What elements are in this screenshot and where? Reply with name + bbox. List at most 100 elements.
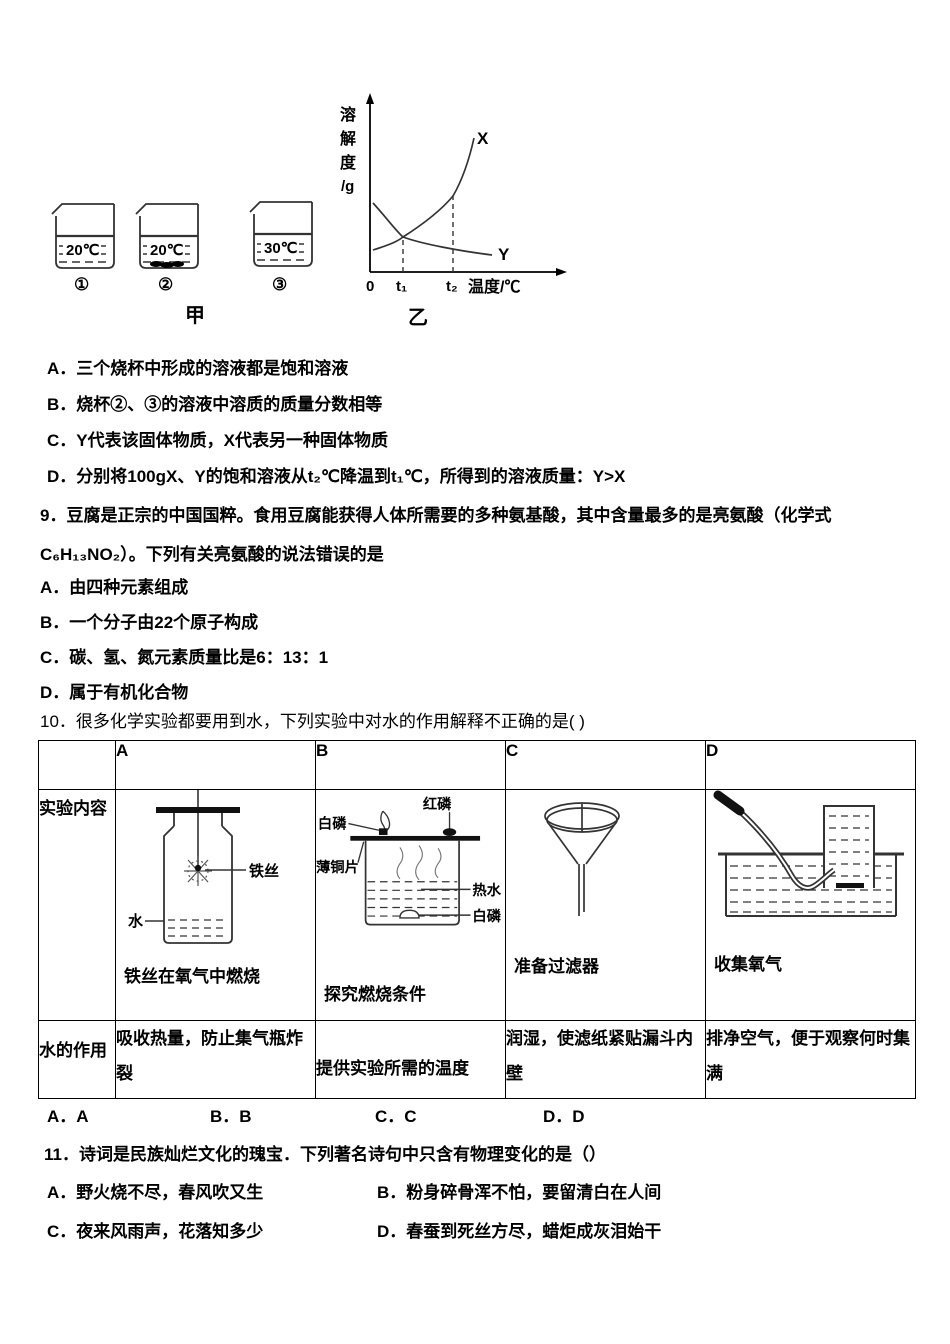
header-empty xyxy=(38,740,116,790)
q10-answer-a: A．A xyxy=(47,1107,89,1126)
delivery-tube xyxy=(713,790,836,891)
x-tick-t1: t₁ xyxy=(396,278,407,295)
experiment-c-cell: 准备过滤器 xyxy=(505,789,706,1021)
y-axis-label-char3: 度 xyxy=(340,153,357,172)
exp-b-label-white-phosphorus-bottom: 白磷 xyxy=(472,907,501,925)
x-axis-arrow xyxy=(556,268,567,276)
q10-table: A B C D 实验内容 xyxy=(38,740,916,1099)
beaker-2-temp-label: 20℃ xyxy=(150,242,184,259)
q9-option-a: A．由四种元素组成 xyxy=(40,578,189,597)
copper-sheet xyxy=(350,835,481,841)
bottle-lid xyxy=(155,807,240,813)
exp-b-label-white-phosphorus-top: 白磷 xyxy=(318,814,347,832)
q8-options-block: A．三个烧杯中形成的溶液都是饱和溶液 B．烧杯②、③的溶液中溶质的质量分数相等 … xyxy=(47,358,625,502)
q9-option-c: C．碳、氢、氮元素质量比是6：13：1 xyxy=(40,648,329,667)
exp-b-label-hot-water: 热水 xyxy=(472,881,501,899)
experiment-d-caption: 收集氧气 xyxy=(714,955,782,974)
q8-option-d: D．分别将100gX、Y的饱和溶液从t₂℃降温到t₁℃，所得到的溶液质量：Y>X xyxy=(47,467,626,486)
q9-option-b: B．一个分子由22个原子构成 xyxy=(40,613,259,632)
header-d: D xyxy=(705,740,916,790)
row-header-water-role: 水的作用 xyxy=(38,1020,116,1099)
beaker-1-number: ① xyxy=(74,275,89,294)
y-axis-label-char1: 溶 xyxy=(340,105,356,124)
x-tick-0: 0 xyxy=(366,278,374,295)
experiment-b-diagram: 红磷 白磷 薄铜片 xyxy=(316,795,502,926)
spark-burst xyxy=(183,856,212,886)
experiment-c-caption: 准备过滤器 xyxy=(514,957,599,976)
beaker-2-diagram: 20℃ ② xyxy=(135,203,199,294)
q8-option-a: A．三个烧杯中形成的溶液都是饱和溶液 xyxy=(47,359,349,378)
experiment-content-row: 实验内容 铁丝 xyxy=(38,789,916,1021)
figure-jia-yi: 20℃ ① 20℃ ② 30℃ xyxy=(51,93,567,329)
experiment-d-diagram xyxy=(713,790,904,917)
exp-a-label-water: 水 xyxy=(128,912,144,930)
q8-option-c: C．Y代表该固体物质，X代表另一种固体物质 xyxy=(47,431,388,450)
white-p-top-label-line xyxy=(348,822,380,831)
curve-y-label: Y xyxy=(498,245,510,264)
x-axis-label: 温度/℃ xyxy=(467,277,520,296)
exp-b-label-red-phosphorus: 红磷 xyxy=(423,795,452,813)
beaker-3-temp-label: 30℃ xyxy=(264,240,298,257)
q11-stem: 11．诗词是民族灿烂文化的瑰宝．下列著名诗句中只含有物理变化的是（） xyxy=(44,1145,606,1164)
q11-option-c: C．夜来风雨声，花落知多少 xyxy=(47,1222,264,1241)
water-role-a: 吸收热量，防止集气瓶炸裂 xyxy=(115,1020,316,1099)
beaker-3-diagram: 30℃ ③ xyxy=(249,201,313,294)
row-header-experiment: 实验内容 xyxy=(38,789,116,1021)
solubility-chart: 溶 解 度 /g X Y 0 t₁ t₂ 温度/℃ 乙 xyxy=(340,93,567,329)
beaker-1-diagram: 20℃ ① xyxy=(51,203,115,294)
curve-x-label: X xyxy=(477,129,489,148)
beaker-2-number: ② xyxy=(158,275,173,294)
hot-water-beaker xyxy=(364,840,460,926)
header-c: C xyxy=(505,740,706,790)
experiment-a-caption: 铁丝在氧气中燃烧 xyxy=(124,967,260,986)
y-axis-label-char2: 解 xyxy=(340,129,356,148)
rubber-tubing xyxy=(713,790,745,816)
q11-option-a: A．野火烧不尽，春风吹又生 xyxy=(47,1183,264,1202)
water-role-c: 润湿，使滤纸紧贴漏斗内壁 xyxy=(505,1020,706,1099)
q10-answer-c: C．C xyxy=(375,1107,417,1126)
experiment-b-caption: 探究燃烧条件 xyxy=(324,985,426,1004)
white-phosphorus-underwater xyxy=(399,909,420,919)
q11-options-block: A．野火烧不尽，春风吹又生 B．粉身碎骨浑不怕，要留清白在人间 C．夜来风雨声，… xyxy=(47,1178,661,1242)
group-label-yi: 乙 xyxy=(408,307,428,329)
q11-option-b: B．粉身碎骨浑不怕，要留清白在人间 xyxy=(377,1183,662,1202)
red-phosphorus-lump xyxy=(442,828,457,836)
funnel xyxy=(544,802,620,916)
q9-stem-line1: 9．豆腐是正宗的中国国粹。食用豆腐能获得人体所需要的多种氨基酸，其中含量最多的是… xyxy=(40,506,832,525)
exp-b-label-copper-sheet: 薄铜片 xyxy=(316,858,359,876)
y-axis-label-unit: /g xyxy=(341,178,354,195)
group-label-jia: 甲 xyxy=(185,305,205,327)
header-a: A xyxy=(115,740,316,790)
experiment-a-diagram: 铁丝 水 xyxy=(128,790,279,944)
gas-bottle xyxy=(162,813,233,944)
q10-answer-row: A．A B．B C．C D．D xyxy=(47,1102,907,1126)
x-tick-t2: t₂ xyxy=(446,278,458,295)
heat-waves xyxy=(396,845,442,881)
q9-stem-line2: C₆H₁₃NO₂）。下列有关亮氨酸的说法错误的是 xyxy=(40,545,384,564)
q9-block: 9．豆腐是正宗的中国国粹。食用豆腐能获得人体所需要的多种氨基酸，其中含量最多的是… xyxy=(40,501,831,717)
experiment-a-cell: 铁丝 水 铁丝在氧气中燃烧 xyxy=(115,789,316,1021)
copper-label-line xyxy=(357,841,365,863)
experiment-c-diagram xyxy=(544,802,620,916)
collection-bottle xyxy=(823,805,875,888)
header-b: B xyxy=(315,740,506,790)
exp-a-label-iron-wire: 铁丝 xyxy=(249,862,279,880)
beaker-1-temp-label: 20℃ xyxy=(66,242,100,259)
experiment-d-cell: 收集氧气 xyxy=(705,789,916,1021)
experiment-b-cell: 红磷 白磷 薄铜片 xyxy=(315,789,506,1021)
water-role-row: 水的作用 吸收热量，防止集气瓶炸裂 提供实验所需的温度 润湿，使滤纸紧贴漏斗内壁… xyxy=(38,1020,916,1099)
curve-y xyxy=(372,202,493,256)
q10-answer-b: B．B xyxy=(210,1107,252,1126)
q10-stem: 10．很多化学实验都要用到水，下列实验中对水的作用解释不正确的是( ) xyxy=(40,712,585,731)
y-axis-arrow xyxy=(366,93,374,104)
undissolved-solid xyxy=(150,261,184,268)
burning-white-phosphorus xyxy=(378,828,388,835)
q8-option-b: B．烧杯②、③的溶液中溶质的质量分数相等 xyxy=(47,395,383,414)
bottle-water xyxy=(167,919,228,937)
q9-option-d: D．属于有机化合物 xyxy=(40,683,189,702)
q11-option-d: D．春蚕到死丝方尽，蜡炬成灰泪始干 xyxy=(377,1222,662,1241)
beaker-3-number: ③ xyxy=(272,275,287,294)
water-role-b: 提供实验所需的温度 xyxy=(315,1020,506,1099)
q10-answer-d: D．D xyxy=(543,1107,585,1126)
